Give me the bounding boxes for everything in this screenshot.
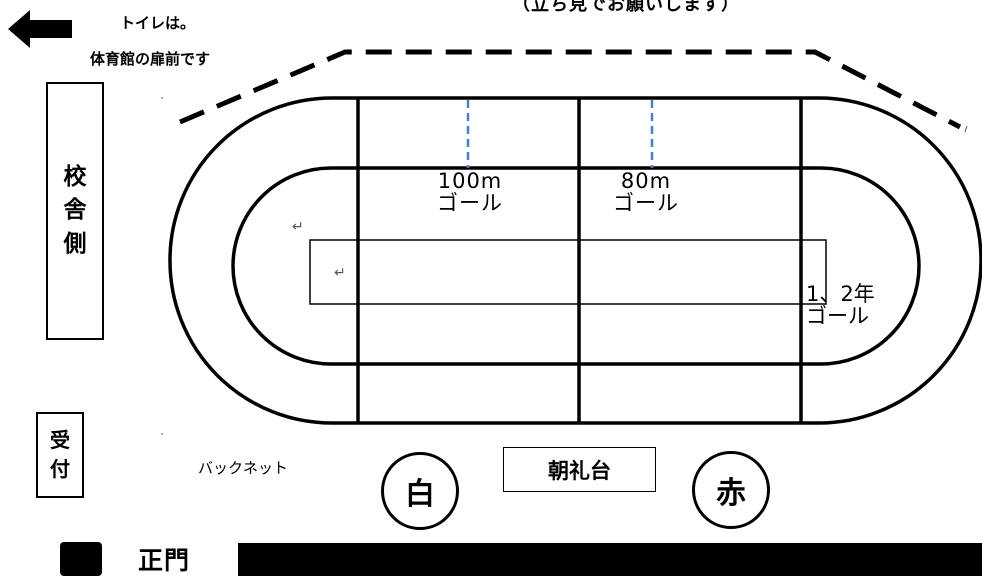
inner-field-rect [309,239,827,305]
white-team-circle: 白 [381,452,459,530]
standing-area-boundary [179,49,962,130]
gate-pillar-left [60,542,102,576]
main-gate-label: 正門 [138,546,191,575]
goal-80m-distance: 80m [620,169,672,193]
goal-80m-label: 80m ゴール [596,170,696,214]
goal-100m-label: 100m ゴール [410,170,530,214]
mark-dot [161,97,163,99]
return-mark-lower: ↵ [334,265,346,281]
return-mark-upper: ↵ [292,219,304,235]
reception-char: 付 [50,457,70,481]
reception-char: 受 [50,428,70,452]
assembly-platform: 朝礼台 [503,447,656,492]
left-arrow-icon [8,10,72,48]
inner-track [231,166,921,366]
mark-dot [161,433,163,435]
back-net-label: バックネット [198,459,289,477]
toilet-note-line2: 体育館の扉前です [90,50,211,68]
goal-80m-text: ゴール [613,191,679,215]
outer-track [168,96,982,425]
school-building-char: 校 [63,163,87,190]
goal-grade12-label: 1、2年 ゴール [806,283,892,327]
standing-note: （立ち見でお願いします） [512,0,740,15]
reception-box: 受 付 [36,412,84,498]
red-team-circle: 赤 [692,451,770,529]
gate-wall-right [238,543,982,576]
goal-grade12-text: ゴール [806,304,869,328]
goal-100m-distance: 100m [437,169,503,193]
school-building-char: 側 [63,230,87,257]
goal-100m-text: ゴール [437,191,503,215]
school-building-char: 舎 [63,197,87,224]
school-building-side-box: 校 舎 側 [46,82,104,340]
goal-grade12-grade: 1、2年 [806,282,875,306]
mark-tick [964,125,968,133]
toilet-note-line1: トイレは。 [120,14,196,32]
